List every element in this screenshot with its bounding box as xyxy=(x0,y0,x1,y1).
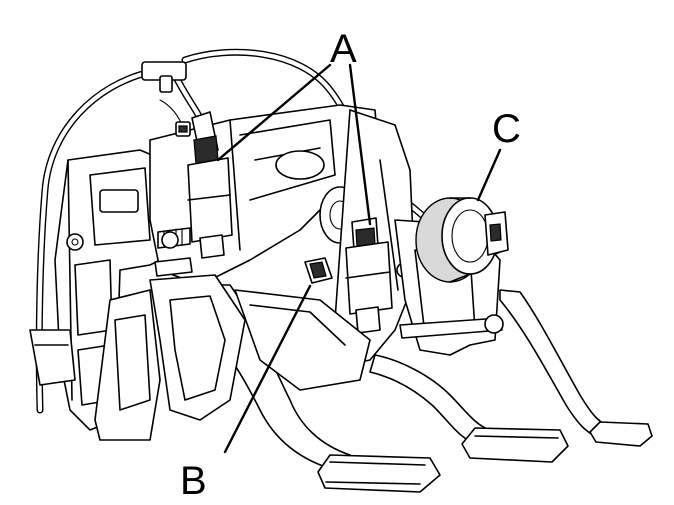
component-a-switch-right xyxy=(303,217,393,334)
leader-a-left xyxy=(216,63,332,162)
callout-c: C xyxy=(492,107,521,151)
leader-b xyxy=(223,284,312,454)
component-b-switch xyxy=(304,257,333,284)
leader-lines xyxy=(216,63,502,454)
leader-c xyxy=(476,148,502,202)
callout-b: B xyxy=(180,459,207,503)
callout-a: A xyxy=(330,27,357,71)
small-connector xyxy=(175,121,191,137)
left-mounting-bracket xyxy=(29,149,181,431)
leader-a-right xyxy=(348,63,372,226)
component-c-canister xyxy=(415,197,509,283)
